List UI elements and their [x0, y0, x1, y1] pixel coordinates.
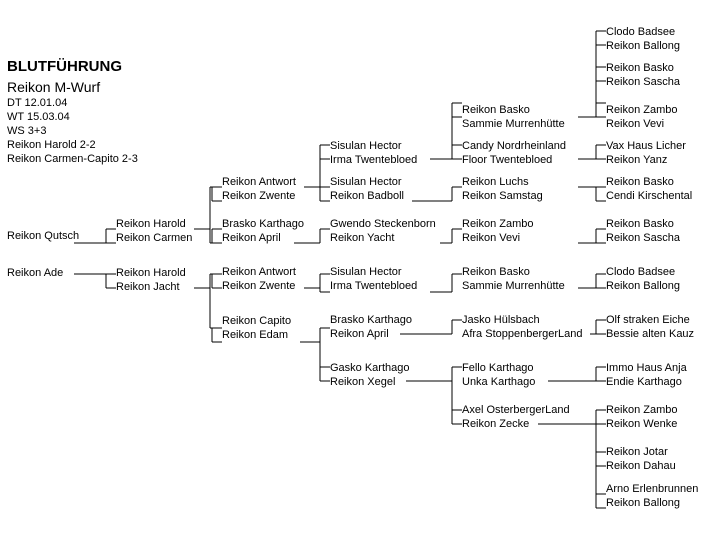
sire-name: Reikon Harold	[116, 218, 186, 230]
puppy-name: Reikon Ade	[7, 267, 64, 279]
sire-name: Reikon Basko	[462, 266, 530, 278]
sire-name: Reikon Zambo	[606, 104, 678, 116]
dam-name: Endie Karthago	[606, 376, 682, 388]
page-title: BLUTFÜHRUNG	[7, 58, 122, 75]
puppy-name: Reikon Qutsch	[7, 230, 80, 242]
dam-name: Reikon Zwente	[222, 190, 296, 202]
info-line: WS 3+3	[7, 125, 47, 137]
dam-name: Afra StoppenbergerLand	[462, 328, 583, 340]
dam-name: Reikon Badboll	[330, 190, 404, 202]
sire-name: Reikon Basko	[462, 104, 530, 116]
sire-name: Vax Haus Licher	[606, 140, 686, 152]
dam-name: Reikon April	[222, 232, 281, 244]
sire-name: Reikon Basko	[606, 218, 674, 230]
dam-name: Reikon Ballong	[606, 497, 680, 509]
dam-name: Reikon Edam	[222, 329, 289, 341]
sire-name: Arno Erlenbrunnen	[606, 483, 699, 495]
dam-name: Reikon Jacht	[116, 281, 180, 293]
litter-info: DT 12.01.04 WT 15.03.04 WS 3+3 Reikon Ha…	[7, 96, 138, 166]
dam-name: Reikon Vevi	[606, 118, 665, 130]
dam-name: Reikon Sascha	[606, 232, 680, 244]
sire-name: Reikon Basko	[606, 62, 674, 74]
dam-name: Sammie Murrenhütte	[462, 118, 565, 130]
info-line: WT 15.03.04	[7, 111, 70, 123]
dam-name: Reikon Yanz	[606, 154, 668, 166]
sire-name: Olf straken Eiche	[606, 314, 690, 326]
dam-name: Unka Karthago	[462, 376, 536, 388]
dam-name: Reikon Carmen	[116, 232, 193, 244]
dam-name: Reikon Yacht	[330, 232, 395, 244]
dam-name: Reikon April	[330, 328, 389, 340]
sire-name: Reikon Jotar	[606, 446, 668, 458]
dam-name: Reikon Dahau	[606, 460, 676, 472]
dam-name: Bessie alten Kauz	[606, 328, 695, 340]
sire-name: Reikon Basko	[606, 176, 674, 188]
sire-name: Reikon Antwort	[222, 266, 296, 278]
sire-name: Fello Karthago	[462, 362, 534, 374]
sire-name: Brasko Karthago	[222, 218, 304, 230]
sire-name: Gasko Karthago	[330, 362, 410, 374]
sire-name: Reikon Zambo	[462, 218, 534, 230]
info-line: Reikon Carmen-Capito 2-3	[7, 153, 138, 165]
sire-name: Reikon Capito	[222, 315, 292, 327]
sire-name: Axel OsterbergerLand	[462, 404, 570, 416]
sire-name: Jasko Hülsbach	[462, 314, 540, 326]
dam-name: Reikon Xegel	[330, 376, 396, 388]
sire-name: Brasko Karthago	[330, 314, 412, 326]
dam-name: Irma Twentebloed	[330, 154, 418, 166]
dam-name: Cendi Kirschental	[606, 190, 693, 202]
dam-name: Reikon Vevi	[462, 232, 521, 244]
sire-name: Reikon Harold	[116, 267, 186, 279]
sire-name: Reikon Antwort	[222, 176, 296, 188]
dam-name: Floor Twentebloed	[462, 154, 553, 166]
sire-name: Clodo Badsee	[606, 266, 676, 278]
litter-name: Reikon M-Wurf	[7, 79, 101, 95]
dam-name: Reikon Ballong	[606, 280, 680, 292]
dam-name: Sammie Murrenhütte	[462, 280, 565, 292]
dam-name: Irma Twentebloed	[330, 280, 418, 292]
dam-name: Reikon Samstag	[462, 190, 543, 202]
dam-name: Reikon Zwente	[222, 280, 296, 292]
info-line: DT 12.01.04	[7, 97, 68, 109]
sire-name: Sisulan Hector	[330, 140, 402, 152]
info-line: Reikon Harold 2-2	[7, 139, 96, 151]
sire-name: Reikon Luchs	[462, 176, 529, 188]
sire-name: Reikon Zambo	[606, 404, 678, 416]
sire-name: Gwendo Steckenborn	[330, 218, 436, 230]
dam-name: Reikon Wenke	[606, 418, 678, 430]
sire-name: Sisulan Hector	[330, 176, 402, 188]
sire-name: Sisulan Hector	[330, 266, 402, 278]
sire-name: Candy Nordrheinland	[462, 140, 566, 152]
dam-name: Reikon Zecke	[462, 418, 530, 430]
dam-name: Reikon Sascha	[606, 76, 680, 88]
dam-name: Reikon Ballong	[606, 40, 680, 52]
sire-name: Immo Haus Anja	[606, 362, 687, 374]
sire-name: Clodo Badsee	[606, 26, 676, 38]
